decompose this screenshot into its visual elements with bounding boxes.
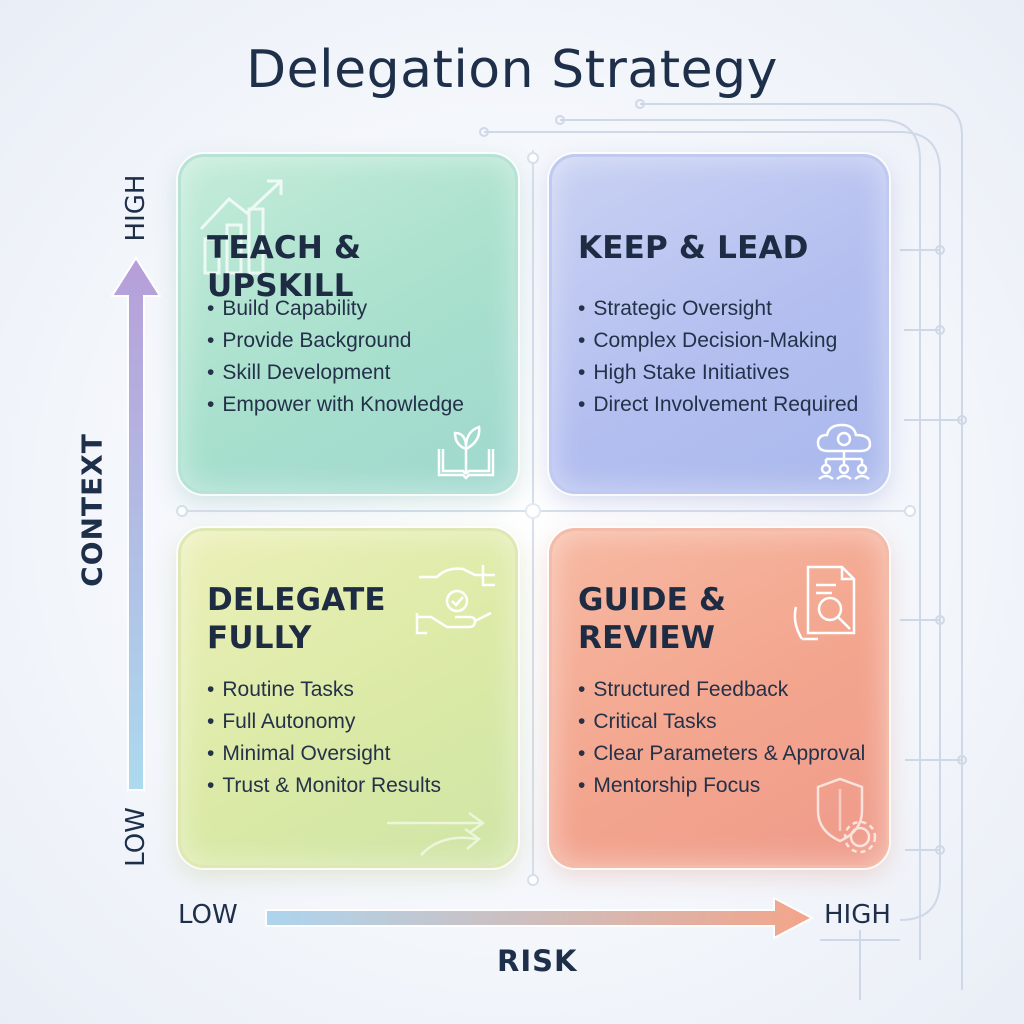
quadrant-list: Build Capability Provide Background Skil… [207, 293, 515, 421]
quadrant-title: DELEGATE FULLY [207, 581, 507, 657]
list-item: Mentorship Focus [578, 770, 886, 802]
cloud-brain-network-icon [816, 423, 872, 480]
list-item: Trust & Monitor Results [207, 770, 515, 802]
y-axis-low-label: LOW [116, 804, 156, 870]
quadrant-keep-lead: KEEP & LEAD Strategic Oversight Complex … [549, 154, 889, 494]
list-item: High Stake Initiatives [578, 357, 886, 389]
list-item: Build Capability [207, 293, 515, 325]
list-item: Routine Tasks [207, 674, 515, 706]
list-item: Complex Decision-Making [578, 325, 886, 357]
list-item: Skill Development [207, 357, 515, 389]
shield-gear-icon [816, 777, 877, 854]
list-item: Provide Background [207, 325, 515, 357]
quadrant-list: Routine Tasks Full Autonomy Minimal Over… [207, 674, 515, 802]
list-item: Strategic Oversight [578, 293, 886, 325]
quadrant-list: Structured Feedback Critical Tasks Clear… [578, 674, 886, 802]
quadrant-delegate-fully: DELEGATE FULLY Routine Tasks Full Autono… [178, 528, 518, 868]
x-axis-title: RISK [497, 944, 578, 978]
x-axis-high-label: HIGH [824, 900, 891, 930]
y-axis-title-text: CONTEXT [75, 433, 109, 587]
quadrant-title: KEEP & LEAD [578, 230, 809, 266]
document-magnifier-icon [793, 565, 856, 641]
arrows-icon [387, 811, 486, 856]
list-item: Clear Parameters & Approval [578, 738, 886, 770]
list-item: Full Autonomy [207, 706, 515, 738]
quadrant-list: Strategic Oversight Complex Decision-Mak… [578, 293, 886, 421]
grid-crosshair [176, 150, 916, 886]
page-title: Delegation Strategy [246, 40, 778, 100]
quadrant-title-line: GUIDE & [578, 582, 727, 618]
list-item: Critical Tasks [578, 706, 886, 738]
x-axis-arrow [265, 896, 815, 940]
list-item: Structured Feedback [578, 674, 886, 706]
quadrant-teach-upskill: TEACH & UPSKILL Build Capability Provide… [178, 154, 518, 494]
list-item: Minimal Oversight [207, 738, 515, 770]
list-item: Empower with Knowledge [207, 389, 515, 421]
y-axis-title: CONTEXT [70, 420, 114, 600]
y-axis-low-text: LOW [121, 807, 151, 867]
x-axis-low-label: LOW [178, 900, 238, 930]
book-sprout-icon [437, 425, 495, 480]
hands-check-icon [415, 565, 495, 635]
y-axis-high-label: HIGH [116, 172, 156, 244]
quadrant-title-line: REVIEW [578, 620, 716, 656]
y-axis-high-text: HIGH [121, 174, 151, 242]
list-item: Direct Involvement Required [578, 389, 886, 421]
quadrant-guide-review: GUIDE & REVIEW Structured Feedback Criti… [549, 528, 889, 868]
quadrant-title-line: DELEGATE [207, 582, 386, 618]
circuit-lines [479, 99, 967, 1000]
y-axis-arrow [110, 256, 162, 791]
quadrant-title-line: FULLY [207, 620, 312, 656]
quadrant-title: GUIDE & REVIEW [578, 581, 878, 657]
growth-chart-icon [199, 179, 283, 275]
